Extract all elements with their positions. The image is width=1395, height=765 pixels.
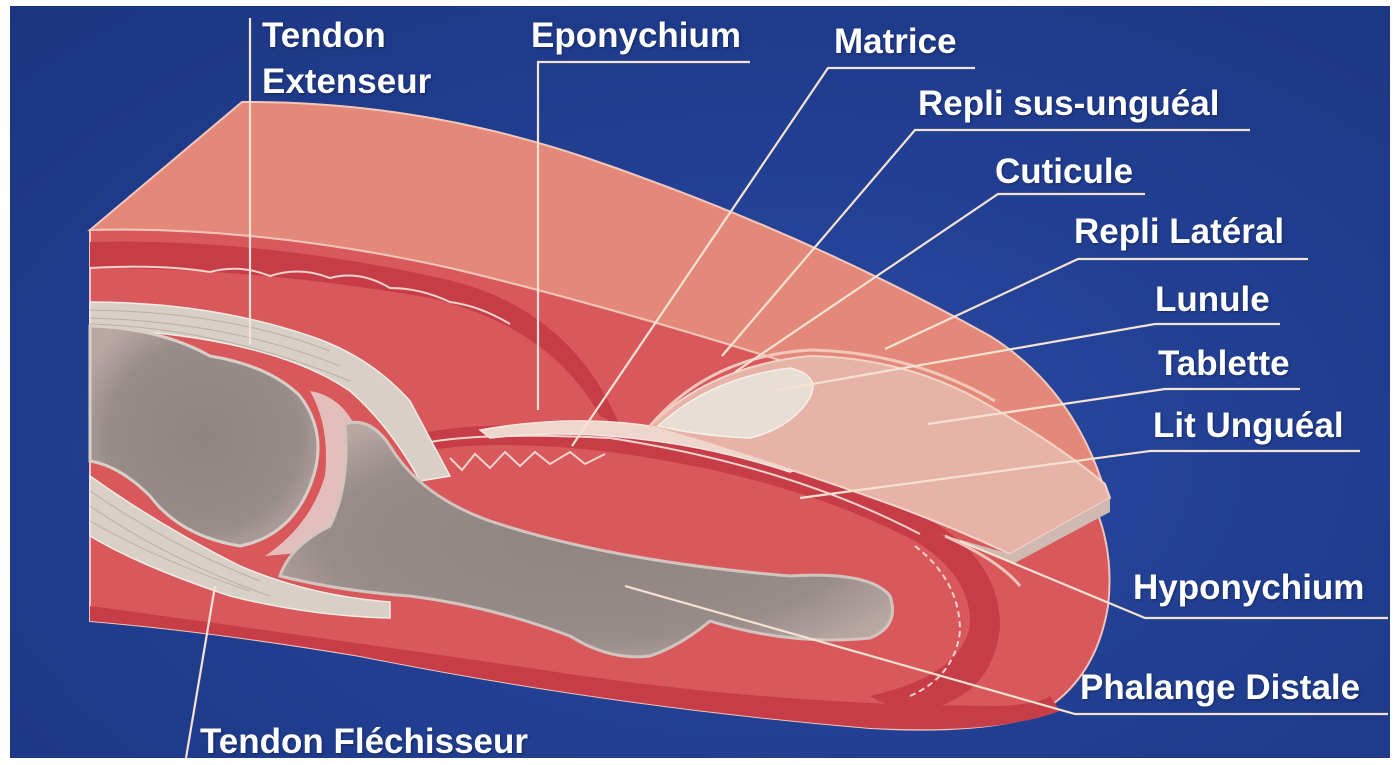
label-tendon-extenseur-line2: Extenseur [262, 62, 431, 102]
label-tablette: Tablette [1158, 344, 1290, 384]
label-repli-lateral: Repli Latéral [1074, 212, 1284, 252]
label-cuticule: Cuticule [995, 152, 1133, 192]
label-tendon-extenseur-line1: Tendon [262, 16, 386, 56]
label-phalange-distale: Phalange Distale [1080, 668, 1360, 708]
label-repli-sus-ungueal: Repli sus-unguéal [918, 84, 1219, 124]
label-lunule: Lunule [1155, 280, 1270, 320]
label-lit-ungueal: Lit Unguéal [1153, 406, 1344, 446]
label-eponychium: Eponychium [531, 16, 741, 56]
anatomy-diagram: Tendon Extenseur Eponychium Matrice Repl… [10, 6, 1390, 758]
label-tendon-flechisseur: Tendon Fléchisseur [200, 722, 528, 758]
label-hyponychium: Hyponychium [1133, 568, 1364, 608]
label-matrice: Matrice [834, 22, 957, 62]
